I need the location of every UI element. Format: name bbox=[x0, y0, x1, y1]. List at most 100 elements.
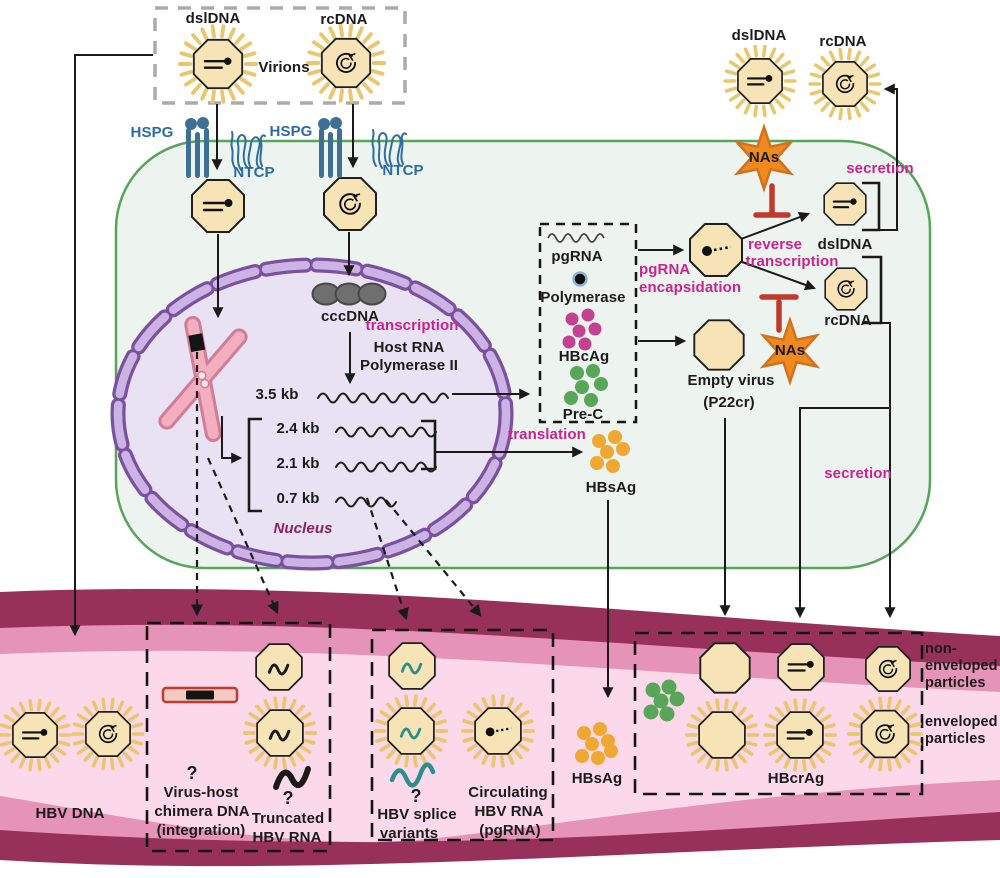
label-circulating-1: Circulating bbox=[468, 783, 548, 801]
label-rna-35kb: 3.5 kb bbox=[255, 385, 299, 403]
label-secreted-dsldna: dslDNA bbox=[731, 26, 787, 44]
label-splice-1: HBV splice bbox=[377, 805, 457, 823]
capsid-rcdna-entry bbox=[323, 177, 377, 231]
rna-0-7kb-wave bbox=[335, 496, 397, 508]
pgrna-wave-small bbox=[547, 233, 605, 243]
label-reverse-1: reverse bbox=[747, 235, 803, 253]
arrow-rt-rcdna bbox=[741, 261, 817, 291]
nucleus bbox=[110, 257, 514, 571]
label-polymerase: Polymerase bbox=[540, 288, 626, 306]
rna-3-5kb-wave bbox=[317, 392, 449, 404]
arrow-rcdna-secretion-b bbox=[794, 407, 890, 619]
label-non-enveloped-2: enveloped bbox=[925, 658, 998, 674]
flow-arrows bbox=[69, 54, 898, 699]
label-non-enveloped-1: non- bbox=[925, 641, 957, 657]
label-nucleus: Nucleus bbox=[273, 519, 333, 537]
virion-dsldna-top bbox=[177, 24, 259, 104]
label-circulating-2: HBV RNA bbox=[474, 802, 544, 820]
assembly-components-box bbox=[538, 222, 638, 424]
bracket-rcdna-capsid bbox=[862, 255, 883, 325]
label-nas-2: NAs bbox=[774, 341, 806, 359]
label-rna-21kb: 2.1 kb bbox=[276, 454, 320, 472]
bracket-surface-right bbox=[421, 419, 437, 471]
capsid-rcdna-mature bbox=[824, 267, 868, 311]
particle-dsldna-enveloped bbox=[762, 698, 838, 772]
inhibit-tbar-1 bbox=[753, 183, 791, 218]
polymerase-dot bbox=[572, 271, 588, 287]
label-truncated-2: HBV RNA bbox=[252, 828, 322, 846]
label-non-enveloped-3: particles bbox=[925, 675, 986, 691]
particle-empty-naked bbox=[699, 642, 751, 694]
dashed-arrow-truncated bbox=[206, 457, 279, 615]
hbeag-cluster-blood bbox=[643, 679, 685, 722]
label-enveloped-2: particles bbox=[925, 731, 986, 747]
virion-box-frame bbox=[153, 6, 407, 105]
label-hbsag-blood: HBsAg bbox=[571, 769, 623, 787]
virion-dsldna-secreted bbox=[723, 44, 797, 118]
rna-2-4kb-wave bbox=[335, 426, 437, 438]
virion-rcdna-top bbox=[305, 23, 387, 103]
label-virions: Virions bbox=[258, 58, 310, 76]
virion-splice-variant bbox=[373, 694, 449, 768]
box-hbcrag bbox=[633, 631, 924, 796]
label-enveloped: enveloped particles bbox=[925, 714, 998, 748]
label-non-enveloped: non- enveloped particles bbox=[925, 641, 998, 692]
label-splice-q: ? bbox=[410, 786, 422, 807]
capsid-splice-variant bbox=[388, 642, 436, 690]
virion-truncated-rna bbox=[242, 696, 318, 770]
label-pgrna: pgRNA bbox=[551, 247, 603, 265]
label-nas-1: NAs bbox=[748, 148, 780, 166]
label-chimera-3: (integration) bbox=[156, 821, 246, 839]
bracket-subgenomic-left bbox=[247, 417, 262, 513]
label-reverse-2: transcription bbox=[745, 252, 839, 270]
label-capsid-dsldna: dslDNA bbox=[817, 235, 873, 253]
hbsag-cluster-cell bbox=[590, 430, 630, 473]
label-hspg-1: HSPG bbox=[130, 123, 174, 141]
label-host-rna-1: Host RNA bbox=[373, 338, 445, 356]
arrow-rcdna-secretion-a bbox=[881, 322, 896, 619]
cccdna-icon bbox=[311, 282, 387, 306]
label-ntcp-2: NTCP bbox=[382, 161, 424, 179]
arrow-integrant-to-rnas bbox=[221, 416, 243, 464]
box-rna-products bbox=[370, 628, 555, 842]
capsid-dsldna-entry bbox=[191, 179, 245, 233]
label-encapsidation-1: pgRNA bbox=[639, 260, 691, 278]
label-circulating-3: (pgRNA) bbox=[479, 821, 541, 839]
bracket-dsldna-capsid bbox=[862, 181, 881, 232]
label-secreted-rcdna: rcDNA bbox=[819, 32, 867, 50]
label-hbv-dna: HBV DNA bbox=[35, 804, 105, 822]
label-hbcrag: HBcrAg bbox=[767, 769, 825, 787]
label-hbcag: HBcAg bbox=[558, 347, 610, 365]
label-truncated-q: ? bbox=[282, 788, 294, 809]
label-empty-virus-1: Empty virus bbox=[687, 371, 775, 389]
receptor-hspg-icon-1 bbox=[185, 117, 209, 178]
particle-dsldna-naked bbox=[777, 643, 825, 691]
prec-cluster bbox=[564, 364, 608, 407]
virion-hbvdna-blood-1 bbox=[0, 698, 72, 772]
label-chimera-q: ? bbox=[186, 763, 198, 784]
label-secretion-right: secretion bbox=[824, 464, 892, 482]
label-splice-2: variants bbox=[379, 824, 439, 842]
label-ntcp-1: NTCP bbox=[233, 163, 275, 181]
integrated-hbv-dna-band bbox=[188, 333, 206, 352]
capsid-dsldna-mature bbox=[823, 182, 867, 226]
dashed-arrow-circulating bbox=[385, 499, 482, 617]
nas-inhibition bbox=[735, 125, 819, 384]
capsid-empty-virus bbox=[693, 319, 745, 371]
particle-empty-enveloped bbox=[684, 698, 760, 772]
label-translation: translation bbox=[508, 425, 586, 443]
receptor-hspg-icon-2 bbox=[318, 117, 342, 178]
inhibit-tbar-2 bbox=[759, 294, 799, 333]
label-prec: Pre-C bbox=[562, 405, 604, 423]
chimera-dna-icon bbox=[161, 686, 239, 704]
label-rna-07kb: 0.7 kb bbox=[276, 489, 320, 507]
host-chromosome bbox=[158, 315, 248, 443]
label-hspg-2: HSPG bbox=[269, 122, 313, 140]
arrow-rt-dsldna bbox=[740, 211, 811, 240]
particle-rcdna-naked bbox=[865, 646, 911, 692]
label-truncated-1: Truncated bbox=[251, 809, 325, 827]
label-virion-rcdna: rcDNA bbox=[320, 10, 368, 28]
label-secretion-top: secretion bbox=[846, 159, 914, 177]
arrow-dsldna-secretion-up bbox=[879, 83, 898, 231]
